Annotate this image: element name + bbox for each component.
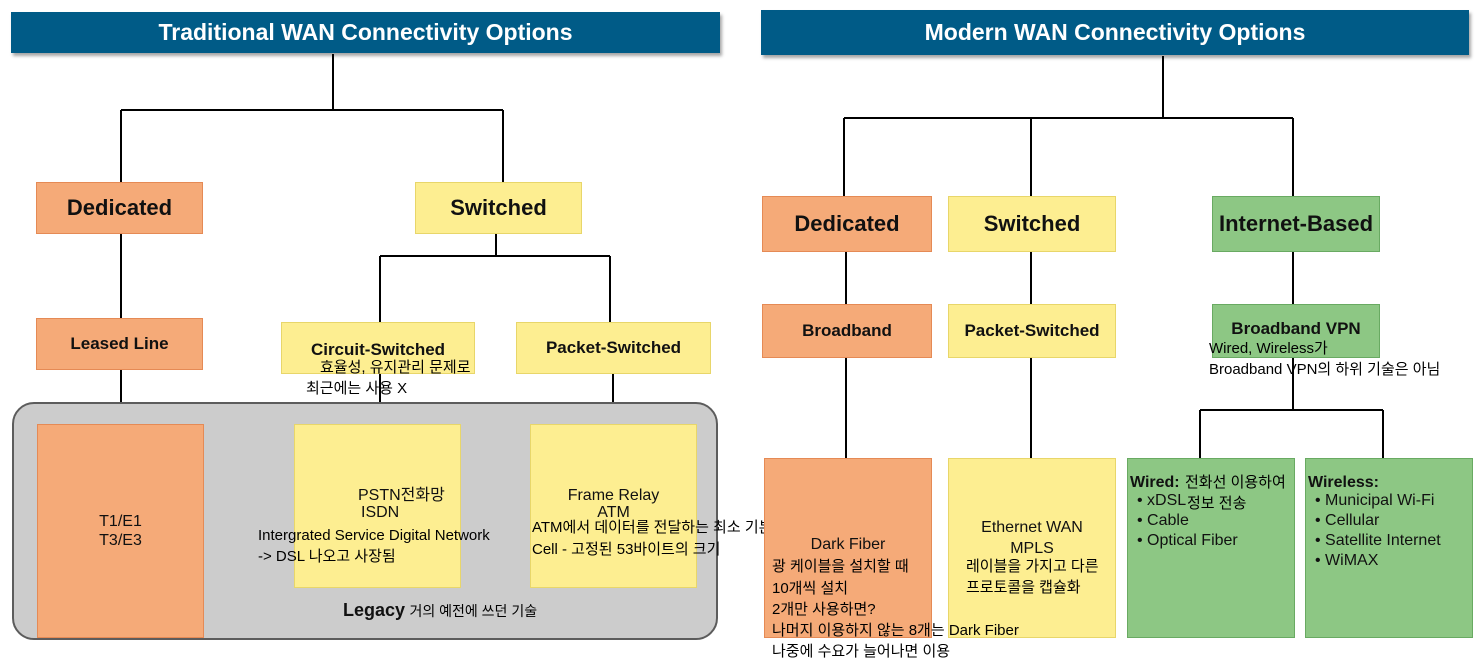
dark-note-1: 광 케이블을 설치할 때: [772, 558, 909, 575]
mpls-note-2: 프로토콜을 캡슐화: [966, 579, 1081, 596]
modern-dedicated-box: Dedicated: [762, 196, 932, 252]
legacy-note: 거의 예전에 쓰던 기술: [409, 603, 538, 619]
broadband-vpn-box: Broadband VPN: [1212, 304, 1380, 358]
modern-switched-box: Switched: [948, 196, 1116, 252]
dark-fiber-label: Dark Fiber: [810, 536, 886, 553]
wired-note-1: 전화선 이용하여: [1185, 474, 1286, 491]
dark-note-2: 10개씩 설치: [772, 580, 849, 597]
wireless-list: • Municipal Wi-Fi • Cellular • Satellite…: [1315, 491, 1441, 571]
traditional-dedicated-box: Dedicated: [36, 182, 203, 234]
dark-note-4: 나머지 이용하지 않는 8개는 Dark Fiber: [772, 622, 1019, 639]
vpn-note-1: Wired, Wireless가: [1209, 340, 1328, 357]
vpn-note-2: Broadband VPN의 하위 기술은 아님: [1209, 361, 1441, 378]
pstn-isdn-box: [294, 424, 461, 588]
isdn-note-2: -> DSL 나오고 사장됨: [258, 548, 396, 565]
t1e1-box: T1/E1 T3/E3: [37, 424, 204, 638]
atm-label: ATM: [597, 504, 630, 521]
wired-box: [1127, 458, 1295, 638]
internet-based-box: Internet-Based: [1212, 196, 1380, 252]
wired-item: • Optical Fiber: [1137, 532, 1238, 549]
wireless-box: [1305, 458, 1473, 638]
legacy-row: Legacy 거의 예전에 쓰던 기술: [343, 600, 537, 621]
t1e1-label: T1/E1: [99, 513, 142, 530]
isdn-note-1: Intergrated Service Digital Network: [258, 527, 490, 544]
legacy-label: Legacy: [343, 600, 406, 620]
pstn-row: PSTN전화망: [358, 486, 445, 505]
wired-item: • Cable: [1137, 512, 1189, 529]
isdn-label: ISDN: [361, 504, 400, 521]
mpls-label: MPLS: [1010, 540, 1054, 557]
traditional-title: Traditional WAN Connectivity Options: [11, 12, 720, 53]
mpls-note-1: 레이블을 가지고 다른: [966, 558, 1099, 575]
packet-switched-box: Packet-Switched: [516, 322, 711, 374]
dark-note-5: 나중에 수요가 늘어나면 이용: [772, 643, 951, 660]
wireless-item: • WiMAX: [1315, 552, 1379, 569]
frame-relay-label: Frame Relay: [567, 487, 660, 504]
circuit-switched-label: Circuit-Switched: [310, 340, 446, 359]
pstn-note: 전화망: [400, 487, 445, 504]
wireless-item: • Satellite Internet: [1315, 532, 1441, 549]
circuit-note-2: 최근에는 사용 X: [306, 380, 408, 397]
traditional-switched-box: Switched: [415, 182, 582, 234]
dark-fiber-box: [764, 458, 932, 638]
atm-note-2: Cell - 고정된 53바이트의 크기: [532, 541, 721, 558]
atm-note-1: ATM에서 데이터를 전달하는 최소 기본 단위: [532, 519, 805, 536]
t3e3-label: T3/E3: [99, 532, 142, 549]
frame-relay-atm-box: [530, 424, 697, 588]
modern-packet-switched-box: Packet-Switched: [948, 304, 1116, 358]
modern-title: Modern WAN Connectivity Options: [761, 10, 1469, 55]
wired-label: Wired:: [1130, 474, 1180, 491]
wireless-item: • Cellular: [1315, 512, 1380, 529]
dark-note-3: 2개만 사용하면?: [772, 601, 876, 618]
wired-item: • xDSL: [1137, 492, 1187, 509]
broadband-box: Broadband: [762, 304, 932, 358]
circuit-note-1: 효율성, 유지관리 문제로: [320, 359, 471, 376]
wired-list: • xDSL • Cable • Optical Fiber: [1137, 491, 1238, 551]
pstn-label: PSTN: [358, 487, 401, 504]
wired-note-2: 정보 전송: [1187, 495, 1247, 512]
leased-line-box: Leased Line: [36, 318, 203, 370]
wireless-label: Wireless:: [1308, 474, 1379, 491]
ethernet-wan-label: Ethernet WAN: [981, 519, 1083, 536]
circuit-switched-box: Circuit-Switched: [281, 322, 475, 374]
ethernet-wan-box: [948, 458, 1116, 638]
wireless-item: • Municipal Wi-Fi: [1315, 492, 1435, 509]
